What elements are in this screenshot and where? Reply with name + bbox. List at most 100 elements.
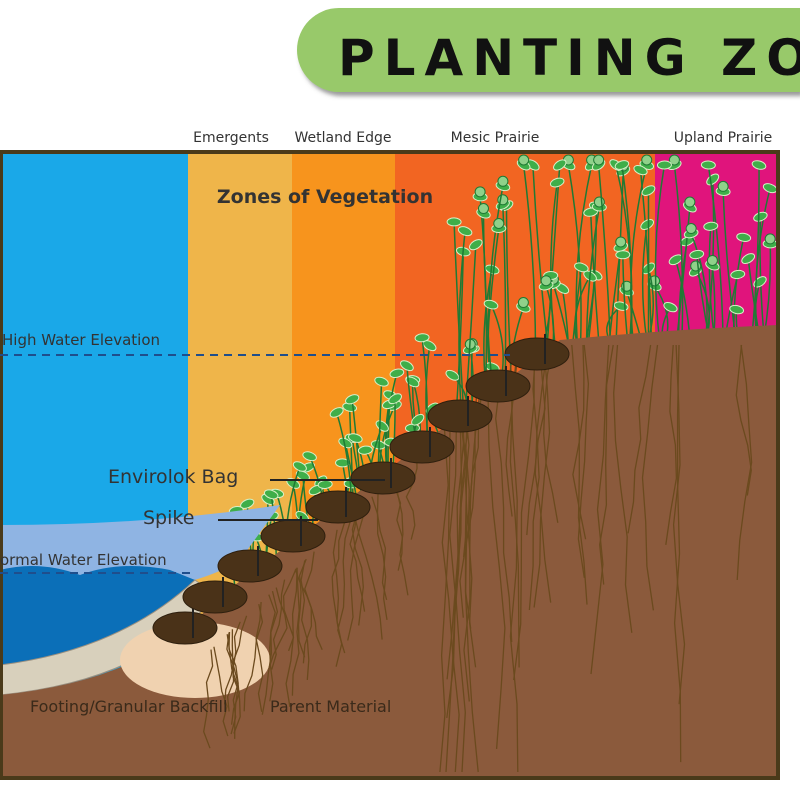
root [495, 373, 513, 643]
envirolok-bag [389, 430, 455, 464]
root [534, 344, 552, 603]
flower-head [540, 275, 552, 287]
root [736, 344, 753, 581]
deep-water [0, 566, 195, 665]
flower-head [593, 154, 605, 166]
flower-head [593, 196, 605, 208]
root [351, 510, 364, 626]
spike-label: Spike [143, 507, 194, 529]
plant-stem [641, 224, 648, 341]
plant-leaf [663, 302, 678, 313]
envirolok-bag [427, 399, 493, 433]
envirolok-bag [182, 580, 248, 614]
root [487, 386, 506, 749]
parent-material-label: Parent Material [270, 697, 391, 716]
plant-leaf [689, 249, 705, 260]
plant-leaf [553, 159, 567, 171]
root [271, 579, 286, 670]
plant-stem [545, 285, 555, 341]
root [509, 358, 520, 668]
zone-label-upland-prairie: Upland Prairie [674, 130, 773, 146]
root [261, 590, 279, 715]
flower-head [684, 196, 696, 208]
plant-leaf [263, 489, 279, 500]
plant-leaf [751, 160, 767, 170]
plant-leaf [329, 407, 344, 418]
root [439, 422, 451, 773]
plant-stem [654, 164, 666, 341]
plant-leaf [483, 299, 499, 310]
plant-stem [574, 275, 591, 341]
flower-head [668, 154, 680, 166]
envirolok-bag [350, 461, 416, 495]
plant-stem [585, 206, 601, 341]
plant-stem [464, 244, 477, 417]
root [641, 344, 659, 611]
flower-head [706, 254, 718, 266]
flower-head [474, 186, 486, 198]
root [665, 344, 678, 545]
roots [203, 344, 753, 773]
plant-leaf [729, 304, 745, 315]
root [268, 587, 288, 669]
plant-leaf [703, 221, 719, 231]
root [396, 472, 409, 596]
root [347, 500, 369, 641]
root [459, 397, 477, 618]
flower-head [493, 217, 505, 229]
plant-stem [673, 164, 684, 341]
root [526, 344, 546, 536]
plant-stem [597, 164, 612, 341]
plant-leaf [656, 160, 672, 170]
flower-head [717, 180, 729, 192]
root [371, 496, 388, 601]
footing-label: Footing/Granular Backfill [30, 697, 227, 716]
envirolok-bag [260, 519, 326, 553]
root [332, 529, 343, 667]
root [735, 344, 752, 496]
envirolok-bag [305, 490, 371, 524]
envirolok-bag [465, 369, 531, 403]
root [577, 344, 590, 578]
root [291, 567, 300, 696]
root [446, 405, 469, 680]
plant-leaf [348, 433, 363, 443]
root [297, 558, 307, 658]
plant-leaf [741, 253, 756, 265]
plant-leaf [302, 451, 317, 462]
root [543, 344, 559, 523]
root [213, 646, 229, 737]
normal-water-label: ormal Water Elevation [0, 551, 167, 569]
plant-leaf [292, 461, 307, 472]
flower-head [685, 223, 697, 235]
root [627, 344, 652, 534]
root [453, 409, 465, 604]
plant-leaf [574, 262, 589, 273]
plant-stem [567, 164, 582, 341]
zone-label-mesic-prairie: Mesic Prairie [451, 130, 540, 146]
root [673, 344, 682, 763]
root [255, 601, 264, 712]
high-water-label: High Water Elevation [2, 331, 160, 349]
title: PLANTING ZONES [338, 29, 800, 87]
root [349, 510, 366, 612]
plant-leaf [414, 333, 430, 343]
envirolok-bags [152, 334, 570, 645]
root [294, 569, 323, 650]
plant-leaf [345, 394, 360, 405]
root [441, 427, 460, 773]
flower-head [690, 260, 702, 272]
root [405, 454, 418, 540]
flower-head [477, 203, 489, 215]
plant-leaf [469, 239, 483, 251]
plant-stem [708, 226, 716, 341]
root [533, 344, 551, 608]
root [613, 344, 633, 633]
plant-stem [532, 164, 548, 341]
plant-leaf [388, 393, 402, 405]
zones-heading: Zones of Vegetation [217, 186, 433, 208]
plant-leaf [700, 160, 716, 170]
plant-leaf [446, 217, 462, 227]
root [509, 364, 519, 773]
